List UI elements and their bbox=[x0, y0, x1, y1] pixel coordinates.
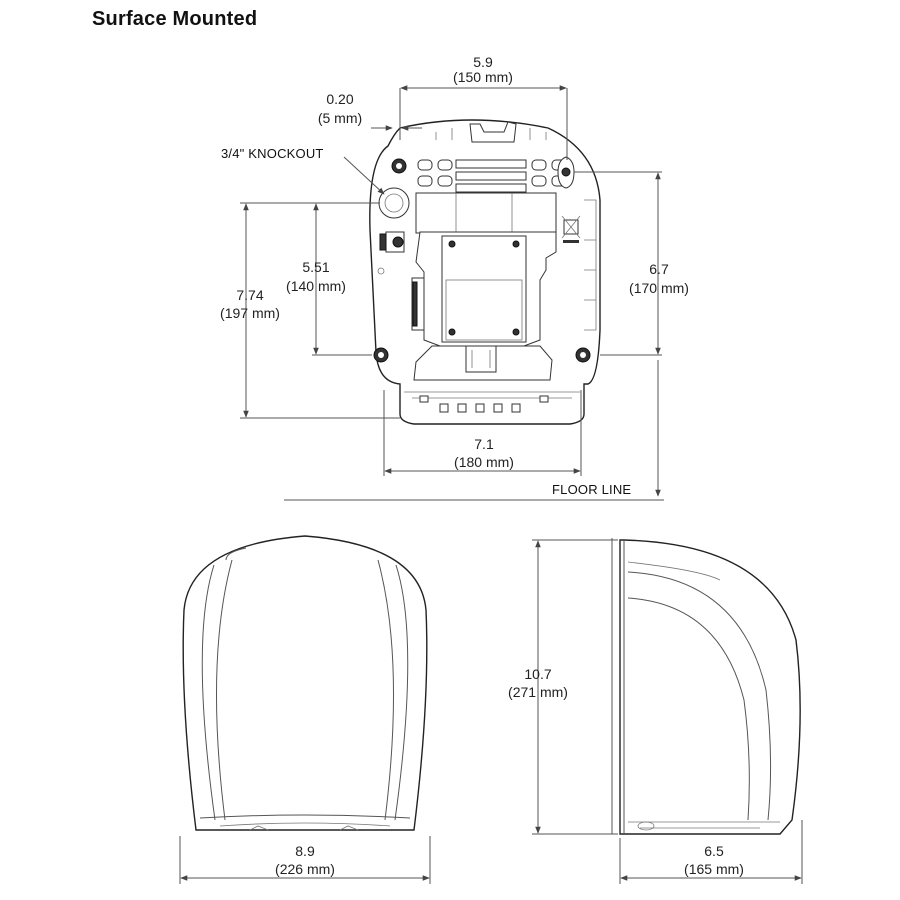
floor-line-label: FLOOR LINE bbox=[552, 482, 631, 497]
dim-overall-mount-in: 7.74 bbox=[236, 287, 263, 303]
dim-top-width: 5.9 (150 mm) bbox=[399, 54, 568, 160]
knockout-label: 3/4" KNOCKOUT bbox=[221, 146, 324, 161]
dim-top-width-in: 5.9 bbox=[473, 54, 493, 70]
dim-hole-spacing: 5.51 (140 mm) bbox=[286, 202, 380, 356]
dim-front-width-in: 8.9 bbox=[295, 843, 315, 859]
dim-bottom-width-mm: (180 mm) bbox=[454, 454, 514, 470]
dim-right-height-in: 6.7 bbox=[649, 261, 669, 277]
dim-front-width-mm: (226 mm) bbox=[275, 861, 335, 877]
dim-offset-in: 0.20 bbox=[326, 91, 353, 107]
dim-side-depth: 6.5 (165 mm) bbox=[619, 820, 803, 884]
dim-right-height-mm: (170 mm) bbox=[629, 280, 689, 296]
side-view bbox=[611, 538, 801, 835]
dim-side-height-in: 10.7 bbox=[524, 666, 551, 682]
dim-front-width: 8.9 (226 mm) bbox=[179, 836, 431, 884]
dim-overall-mount: 7.74 (197 mm) bbox=[220, 202, 400, 419]
dim-hole-spacing-mm: (140 mm) bbox=[286, 278, 346, 294]
dim-side-depth-mm: (165 mm) bbox=[684, 861, 744, 877]
dim-side-height: 10.7 (271 mm) bbox=[508, 539, 618, 835]
dim-right-height: 6.7 (170 mm) bbox=[574, 171, 689, 356]
front-view bbox=[182, 535, 428, 831]
vent-slots-top bbox=[417, 159, 567, 193]
dim-overall-mount-mm: (197 mm) bbox=[220, 305, 280, 321]
page-title: Surface Mounted bbox=[92, 8, 258, 30]
rear-mounting-view bbox=[369, 119, 601, 425]
weee-bin-icon bbox=[561, 215, 581, 243]
floor-line: FLOOR LINE bbox=[284, 360, 664, 501]
dim-offset: 0.20 (5 mm) bbox=[318, 91, 422, 131]
dim-hole-spacing-in: 5.51 bbox=[302, 259, 329, 275]
dim-side-depth-in: 6.5 bbox=[704, 843, 724, 859]
dim-side-height-mm: (271 mm) bbox=[508, 684, 568, 700]
dim-offset-mm: (5 mm) bbox=[318, 110, 362, 126]
knockout-circle bbox=[378, 187, 410, 219]
dim-bottom-width: 7.1 (180 mm) bbox=[383, 390, 582, 476]
knockout-callout: 3/4" KNOCKOUT bbox=[221, 146, 385, 195]
dim-top-width-mm: (150 mm) bbox=[453, 69, 513, 85]
dim-bottom-width-in: 7.1 bbox=[474, 436, 494, 452]
